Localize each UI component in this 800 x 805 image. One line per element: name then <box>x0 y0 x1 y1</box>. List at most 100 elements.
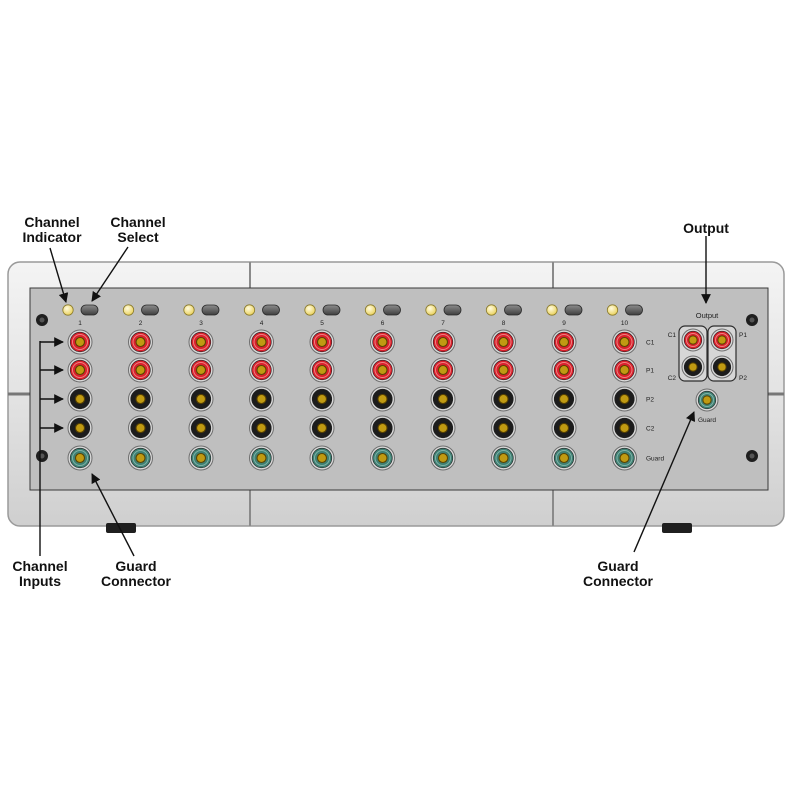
channel-select-button[interactable] <box>383 304 401 316</box>
channel-2-c1-jack[interactable] <box>128 329 153 355</box>
channel-5-p2-jack[interactable] <box>309 386 335 412</box>
channel-3-c1-jack[interactable] <box>188 329 214 355</box>
channel-10-guard-jack[interactable] <box>612 445 637 471</box>
channel-number-label: 2 <box>139 320 143 327</box>
channel-select-button[interactable] <box>625 304 643 316</box>
channel-10-p2-jack[interactable] <box>612 386 637 412</box>
channel-select-button[interactable] <box>262 304 280 316</box>
channel-9-c2-jack[interactable] <box>551 415 577 441</box>
channel-8-p1-jack[interactable] <box>491 357 516 383</box>
channel-indicator-led <box>606 304 619 316</box>
output-label-c2: C2 <box>668 375 677 382</box>
channel-4-c1-jack[interactable] <box>249 329 274 355</box>
channel-2-p2-jack[interactable] <box>128 386 153 412</box>
channel-6-guard-jack[interactable] <box>370 445 395 471</box>
channel-indicator-led <box>485 304 498 316</box>
callout-line: Channel <box>110 214 166 230</box>
output-c2-jack[interactable] <box>681 355 705 379</box>
channel-1-guard-jack[interactable] <box>67 445 93 471</box>
output-p1-jack[interactable] <box>710 328 734 352</box>
channel-2-p1-jack[interactable] <box>128 357 153 383</box>
callout-channel-inputs: Channel Inputs <box>10 559 70 589</box>
callout-channel-select: Channel Select <box>106 215 170 245</box>
channel-select-button[interactable] <box>201 304 220 316</box>
channel-9-c1-jack[interactable] <box>551 329 577 355</box>
output-label-p1: P1 <box>739 332 747 339</box>
channel-4-c2-jack[interactable] <box>249 415 274 441</box>
channel-5-guard-jack[interactable] <box>309 445 335 471</box>
callout-line: Connector <box>583 573 653 589</box>
channel-1-p1-jack[interactable] <box>67 357 93 383</box>
channel-number-label: 7 <box>441 320 445 327</box>
channel-number-label: 6 <box>381 320 385 327</box>
channel-7-p2-jack[interactable] <box>430 386 456 412</box>
channel-1-c1-jack[interactable] <box>67 329 93 355</box>
channel-select-button[interactable] <box>80 304 99 316</box>
channel-9-p1-jack[interactable] <box>551 357 577 383</box>
callout-line: Channel <box>12 558 68 574</box>
channel-indicator-led <box>183 304 195 316</box>
channel-7-guard-jack[interactable] <box>430 445 456 471</box>
channel-3-p1-jack[interactable] <box>188 357 214 383</box>
channel-8-c1-jack[interactable] <box>491 329 516 355</box>
channel-select-button[interactable] <box>322 304 341 316</box>
channel-7-p1-jack[interactable] <box>430 357 456 383</box>
channel-select-button[interactable] <box>141 304 159 316</box>
output-c1-jack[interactable] <box>681 328 705 352</box>
channel-number-label: 10 <box>621 320 629 327</box>
channel-4-p2-jack[interactable] <box>249 386 274 412</box>
output-p2-jack[interactable] <box>710 355 734 379</box>
channel-6-c2-jack[interactable] <box>370 415 395 441</box>
channel-5-column: 5 <box>304 304 341 471</box>
channel-4-column: 4 <box>243 304 280 471</box>
channel-6-p1-jack[interactable] <box>370 357 395 383</box>
callout-guard-connector-right: Guard Connector <box>582 559 654 589</box>
callout-line: Guard <box>597 558 639 574</box>
channel-3-c2-jack[interactable] <box>188 415 214 441</box>
channel-5-c2-jack[interactable] <box>309 415 335 441</box>
callout-output: Output <box>676 221 736 236</box>
channel-10-p1-jack[interactable] <box>612 357 637 383</box>
channel-7-c2-jack[interactable] <box>430 415 456 441</box>
channel-select-button[interactable] <box>443 304 462 316</box>
output-guard-jack[interactable] <box>695 388 719 412</box>
channel-select-button[interactable] <box>504 304 522 316</box>
channel-5-p1-jack[interactable] <box>309 357 335 383</box>
channel-8-p2-jack[interactable] <box>491 386 516 412</box>
row-label-p1: P1 <box>646 367 654 374</box>
mounting-screw <box>746 450 758 462</box>
channel-9-guard-jack[interactable] <box>551 445 577 471</box>
callout-leaders <box>39 236 711 557</box>
channel-indicator-led <box>425 304 437 316</box>
leader-guard-left <box>91 473 135 557</box>
channel-2-c2-jack[interactable] <box>128 415 153 441</box>
channel-3-p2-jack[interactable] <box>188 386 214 412</box>
channel-8-c2-jack[interactable] <box>491 415 516 441</box>
channel-3-column: 3 <box>183 304 220 471</box>
channel-indicator-led <box>364 304 377 316</box>
channel-10-c1-jack[interactable] <box>612 329 637 355</box>
callout-line: Select <box>117 229 159 245</box>
channel-3-guard-jack[interactable] <box>188 445 214 471</box>
channel-2-guard-jack[interactable] <box>128 445 153 471</box>
channel-8-guard-jack[interactable] <box>491 445 516 471</box>
channel-6-c1-jack[interactable] <box>370 329 395 355</box>
channel-1-c2-jack[interactable] <box>67 415 93 441</box>
channel-7-column: 7 <box>425 304 462 471</box>
channel-select-button[interactable] <box>564 304 583 316</box>
channel-5-c1-jack[interactable] <box>309 329 335 355</box>
channel-6-p2-jack[interactable] <box>370 386 395 412</box>
channel-10-c2-jack[interactable] <box>612 415 637 441</box>
channel-9-p2-jack[interactable] <box>551 386 577 412</box>
channel-1-column: 1 <box>62 304 99 471</box>
channel-4-guard-jack[interactable] <box>249 445 274 471</box>
channel-6-column: 6 <box>364 304 401 471</box>
channel-7-c1-jack[interactable] <box>430 329 456 355</box>
faceplate <box>29 287 769 491</box>
leader-channel-select <box>91 246 129 302</box>
channel-1-p2-jack[interactable] <box>67 386 93 412</box>
channel-4-p1-jack[interactable] <box>249 357 274 383</box>
output-label-p2: P2 <box>739 375 747 382</box>
